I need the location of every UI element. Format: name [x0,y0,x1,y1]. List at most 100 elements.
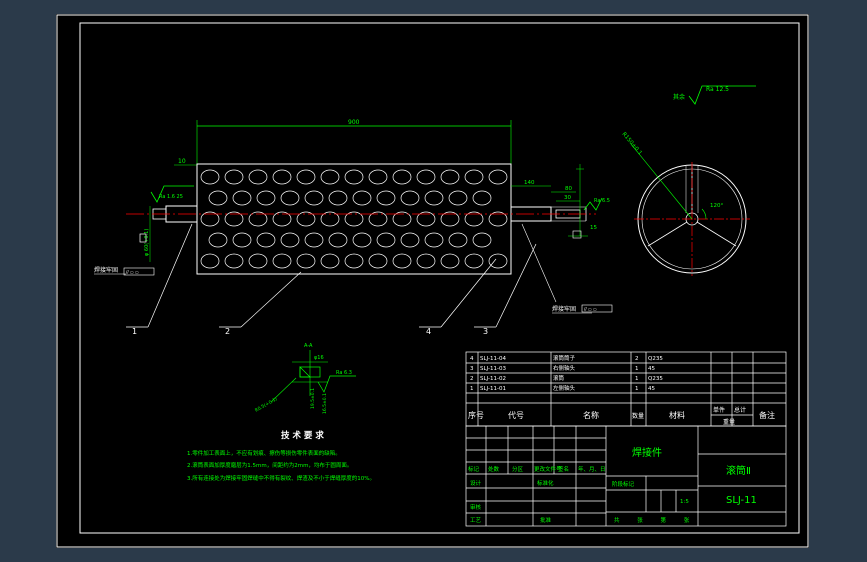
drum-hole [400,232,420,248]
cad-drawing: 900 10 140 80 30 15 Ra 1.6 25 φ 60(+0.1) [56,14,809,548]
drum-hole [200,253,220,269]
drum-hole [416,211,436,227]
dim-80: 80 [565,186,572,192]
part-callouts: 1 2 4 3 [126,223,557,336]
parts-cell-material: 45 [648,386,655,392]
svg-text:更改文件号: 更改文件号 [534,465,562,473]
parts-cell-qty: 1 [635,386,639,392]
drum-hole [200,211,220,227]
drum-hole [328,232,348,248]
callout-2: 2 [225,327,230,336]
drum-hole [320,211,340,227]
weld-label-right: 焊接牢固 // ▭ ▭ [552,304,613,314]
drum-hole [488,169,508,185]
drum-hole [200,169,220,185]
drum-hole [424,190,444,206]
drum-hole [248,169,268,185]
drum-end-view: 120° R150±0.1 [620,131,750,276]
svg-text:签名: 签名 [558,465,569,473]
drum-hole [272,211,292,227]
svg-text:代号: 代号 [508,410,524,420]
drum-hole [416,169,436,185]
parts-cell-no: 1 [470,386,474,392]
dim-15: 15 [590,225,597,231]
parts-cell-qty: 1 [635,366,639,372]
drum-hole [296,253,316,269]
callout-4: 4 [426,327,431,336]
drum-hole [472,190,492,206]
parts-cell-no: 2 [470,376,474,382]
drum-hole [352,190,372,206]
weld-label-left: 焊接牢固 // ▭ ▭ [94,266,155,276]
parts-cell-code: SLJ-11-03 [480,366,506,372]
drum-hole [344,169,364,185]
svg-text:其余: 其余 [673,93,685,101]
drawing-name: 滚筒Ⅱ [726,464,751,477]
parts-cell-material: 45 [648,366,655,372]
drum-hole [272,253,292,269]
parts-cell-name: 右侧轴头 [553,364,576,372]
drum-hole [392,169,412,185]
tech-req-item-3: 3.所有连接处为焊接牢固焊缝中不得有裂纹、焊渣及不小于焊缝厚度的10%。 [187,474,375,482]
svg-text:Ra 6.3: Ra 6.3 [336,370,352,376]
dim-10: 10 [178,158,186,165]
drum-hole [248,211,268,227]
svg-text:序号: 序号 [468,410,484,420]
drum-hole [424,232,444,248]
drum-hole [376,232,396,248]
svg-text:总计: 总计 [734,406,746,414]
dim-30: 30 [564,195,571,201]
drum-hole [296,211,316,227]
drum-hole [232,232,252,248]
svg-text:批准: 批准 [540,516,552,524]
drum-hole [392,253,412,269]
svg-text:焊接牢固: 焊接牢固 [552,305,576,313]
svg-text:审核: 审核 [470,503,482,511]
drum-hole [224,169,244,185]
ra-left: Ra 1.6 25 [159,194,183,200]
dim-angle: 120° [710,203,723,209]
drum-hole [280,232,300,248]
drum-hole [344,211,364,227]
dim-140: 140 [524,180,535,186]
parts-cell-code: SLJ-11-04 [480,356,506,362]
technical-requirements: 技 术 要 求 1.零件加工表面上，不应有划痕、擦伤等损伤零件表面的缺陷。 2.… [187,430,375,482]
drum-hole [208,232,228,248]
parts-cell-material: Q235 [648,356,663,362]
drum-hole [224,211,244,227]
callout-1: 1 [132,327,137,336]
drum-hole [296,169,316,185]
drum-hole [224,253,244,269]
parts-cell-no: 3 [470,366,474,372]
drum-hole [464,253,484,269]
dim-radius: R150±0.1 [620,131,642,156]
svg-text:标记: 标记 [468,465,480,473]
tech-req-item-1: 1.零件加工表面上，不应有划痕、擦伤等损伤零件表面的缺陷。 [187,449,341,457]
drum-hole [368,253,388,269]
shaft-diameter-left: φ 60(+0.1) [144,229,150,256]
drum-holes [200,169,508,269]
svg-text:设计: 设计 [470,479,482,487]
drum-hole [392,211,412,227]
title-block [465,425,787,527]
svg-text:材料: 材料 [669,410,685,420]
svg-text:处数: 处数 [488,465,500,473]
parts-cell-qty: 1 [635,376,639,382]
parts-cell-name: 滚筒 [553,374,565,382]
parts-list [465,351,787,427]
drum-hole [328,190,348,206]
svg-text:R0.5(+0.1): R0.5(+0.1) [254,396,279,414]
svg-text:备注: 备注 [759,410,775,420]
parts-cell-name: 滚筒筒子 [553,354,576,362]
svg-text:分区: 分区 [512,465,524,473]
svg-text:// ▭ ▭: // ▭ ▭ [126,270,139,275]
svg-text:19.5±0.1: 19.5±0.1 [310,388,316,409]
svg-text:焊接牢固: 焊接牢固 [94,266,118,274]
callout-3: 3 [483,327,488,336]
svg-text:阶段标记: 阶段标记 [612,480,635,488]
drum-hole [488,253,508,269]
svg-text:// ▭ ▭: // ▭ ▭ [584,307,597,312]
drum-hole [488,211,508,227]
drum-hole [376,190,396,206]
dim-900: 900 [348,119,360,126]
